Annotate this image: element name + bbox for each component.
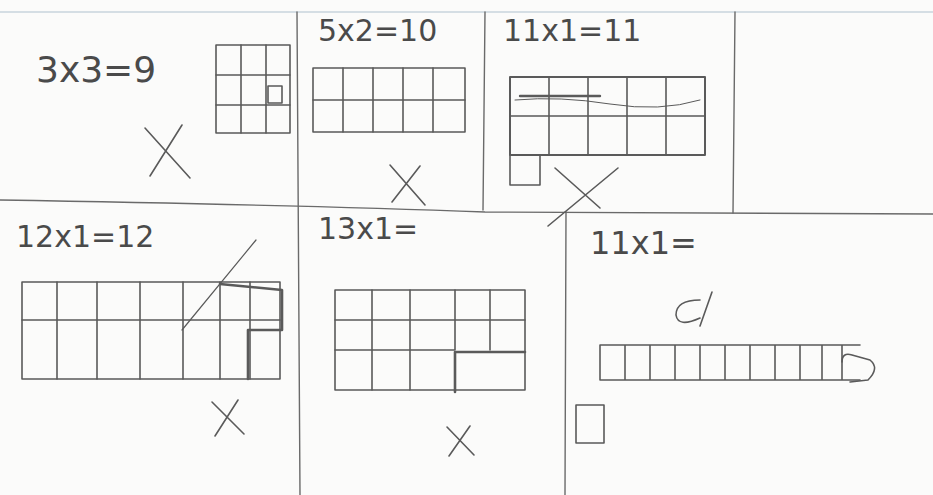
- grid-outline: [216, 45, 290, 133]
- grid-12: [22, 240, 282, 379]
- grid-3x3: [216, 45, 290, 133]
- scribble: [520, 95, 600, 97]
- horizontal-divider: [0, 200, 933, 214]
- top-edge: [0, 11, 933, 12]
- vertical-divider: [297, 12, 300, 495]
- scribble: [515, 99, 700, 108]
- slash-line: [182, 240, 256, 330]
- cross-mark: [390, 165, 425, 205]
- panel-dividers: [0, 12, 933, 495]
- vertical-divider: [483, 12, 485, 210]
- bold-outline: [220, 284, 282, 379]
- small-square: [268, 86, 282, 103]
- grid-lines: [22, 282, 280, 379]
- vertical-divider: [565, 212, 566, 495]
- vertical-divider: [733, 12, 735, 213]
- equation-label: 5x2=10: [318, 14, 437, 47]
- equation-label: 13x1=: [318, 212, 418, 245]
- cross-mark: [548, 168, 618, 226]
- cross-mark: [212, 400, 244, 436]
- square-row: [576, 345, 875, 443]
- grid-outline: [510, 77, 705, 155]
- square-lines: [600, 345, 860, 380]
- single-square: [576, 405, 604, 443]
- grid-outline: [313, 68, 465, 132]
- grid-outline: [335, 290, 525, 390]
- equation-label: 11x1=: [590, 226, 697, 261]
- grid-lines: [216, 45, 290, 133]
- last-square: [842, 354, 875, 382]
- grid-lines: [510, 77, 705, 155]
- grid-13: [335, 290, 525, 392]
- bold-outline: [455, 352, 525, 392]
- cross-mark: [447, 426, 474, 456]
- equation-label: 3x3=9: [36, 50, 156, 90]
- grid-lines: [335, 290, 525, 390]
- grid-11: [510, 77, 705, 185]
- equation-label: 12x1=12: [16, 220, 154, 253]
- equation-label: 11x1=11: [503, 14, 641, 47]
- cross-mark: [145, 125, 190, 178]
- grid-outline: [22, 282, 280, 379]
- extra-square: [510, 155, 540, 185]
- grid-lines: [313, 68, 465, 132]
- check-mark: [676, 292, 712, 326]
- grid-5x2: [313, 68, 465, 132]
